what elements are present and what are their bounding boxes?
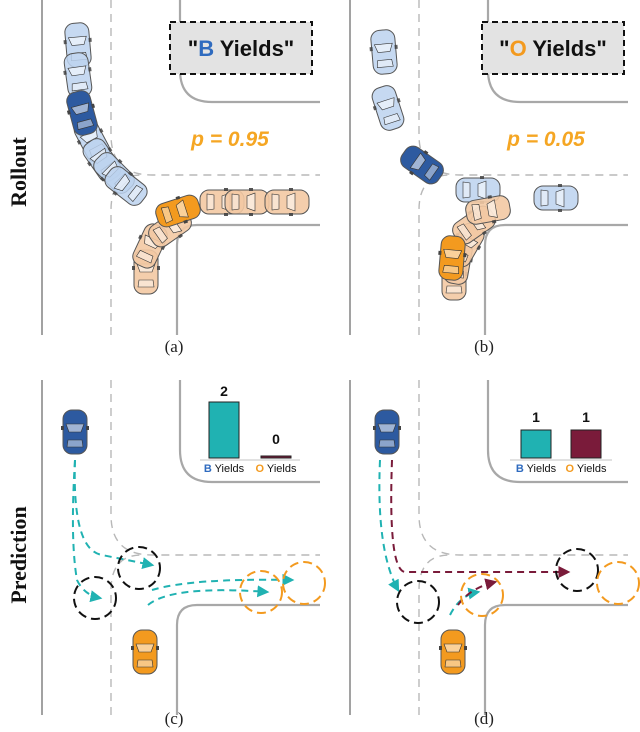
bar-b-yields: [520, 429, 552, 459]
panel-b: "O Yields" p = 0.05 (b): [348, 0, 630, 356]
label-box: [169, 21, 313, 75]
blue-car: [62, 87, 102, 139]
blue-car: [60, 409, 90, 455]
label-yields: "O Yields": [499, 36, 607, 61]
probability: p = 0.95: [190, 128, 269, 151]
blue-car: [372, 409, 402, 455]
label-box: [481, 21, 625, 75]
row-label-rollout: Rollout: [6, 136, 31, 206]
predicted-path-4: [151, 573, 295, 591]
caption-d: (d): [474, 709, 494, 728]
goal-circle: [282, 561, 326, 605]
goal-circle: [73, 576, 117, 620]
orange-car: [438, 629, 468, 675]
bar-label-b: B Yields: [204, 463, 245, 475]
goal-circle: [596, 561, 640, 605]
caption-a: (a): [165, 337, 184, 356]
goal-circle: [460, 573, 504, 617]
predicted-path-2: [449, 587, 481, 616]
bar-o-yields: [260, 455, 292, 459]
predicted-path-2: [71, 459, 103, 603]
goal-circle: [396, 580, 440, 624]
bar-value-b: 2: [220, 383, 228, 399]
goal-circle: [555, 548, 599, 592]
bar-value-o: 0: [272, 431, 280, 447]
predicted-path-1: [378, 459, 400, 593]
bar-label-o: O Yields: [566, 463, 607, 475]
predicted-path-3: [390, 459, 571, 578]
caption-c: (c): [165, 709, 184, 728]
predicted-path-3: [147, 585, 270, 606]
panel-c: 2 0 B Yields O Yields (c): [40, 378, 326, 728]
bar-chart: [510, 429, 612, 461]
predicted-path-1: [73, 459, 155, 570]
bar-chart: [200, 401, 300, 461]
predicted-path-4: [457, 578, 498, 606]
caption-b: (b): [474, 337, 494, 356]
panel-d: 1 1 B Yields O Yields (d): [348, 378, 640, 728]
bar-label-b: B Yields: [516, 463, 557, 475]
goal-circle: [239, 570, 283, 614]
label-yields: "B Yields": [188, 36, 294, 61]
panel-a: "B Yields" p = 0.95 (a): [40, 0, 322, 356]
bar-label-o: O Yields: [256, 463, 297, 475]
bar-value-b: 1: [532, 409, 540, 425]
probability: p = 0.05: [506, 128, 585, 151]
orange-car: [130, 629, 160, 675]
blue-car: [395, 140, 449, 190]
orange-car-trajectory: [127, 187, 310, 295]
bar-value-o: 1: [582, 409, 590, 425]
goal-circle: [117, 546, 161, 590]
row-label-prediction: Prediction: [6, 506, 31, 603]
bar-o-yields: [570, 429, 602, 459]
bar-b-yields: [208, 401, 240, 459]
